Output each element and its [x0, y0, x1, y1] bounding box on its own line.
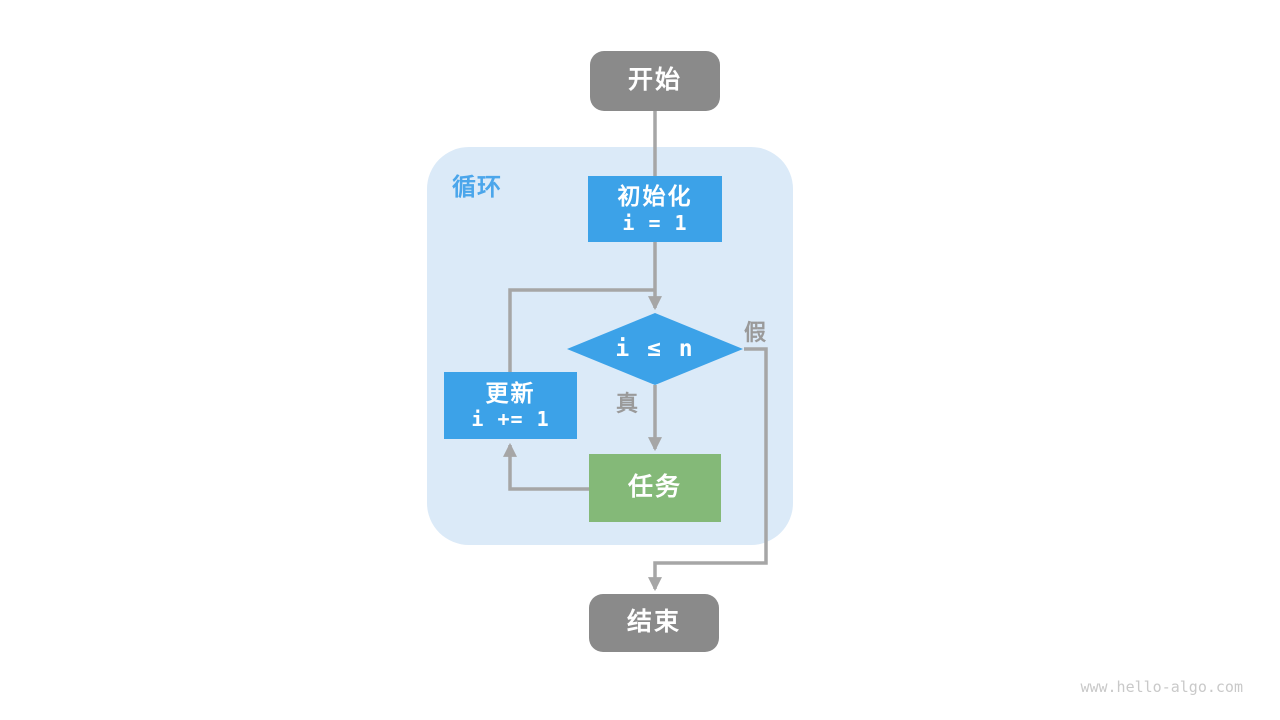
init-node-title: 初始化 [617, 183, 693, 210]
condition-diamond [567, 313, 743, 385]
update-node: 更新 i += 1 [444, 372, 577, 439]
update-node-title: 更新 [485, 379, 536, 406]
connector-update-to-condition [508, 288, 655, 373]
init-node-code: i = 1 [622, 210, 688, 235]
true-branch-label: 真 [616, 391, 639, 416]
connector-task-to-update [503, 442, 589, 491]
start-node-label: 开始 [627, 66, 682, 95]
update-node-code: i += 1 [471, 407, 550, 432]
task-node-label: 任务 [627, 473, 682, 502]
end-node: 结束 [589, 594, 719, 652]
task-node: 任务 [589, 454, 721, 522]
watermark: www.hello-algo.com [1080, 678, 1243, 696]
false-branch-label: 假 [744, 320, 767, 345]
start-node: 开始 [590, 51, 720, 111]
init-node: 初始化 i = 1 [588, 176, 722, 242]
connector-condition-to-end [648, 347, 768, 592]
end-node-label: 结束 [626, 608, 681, 637]
loop-region-label: 循环 [452, 174, 502, 201]
condition-label: i ≤ n [615, 336, 695, 362]
